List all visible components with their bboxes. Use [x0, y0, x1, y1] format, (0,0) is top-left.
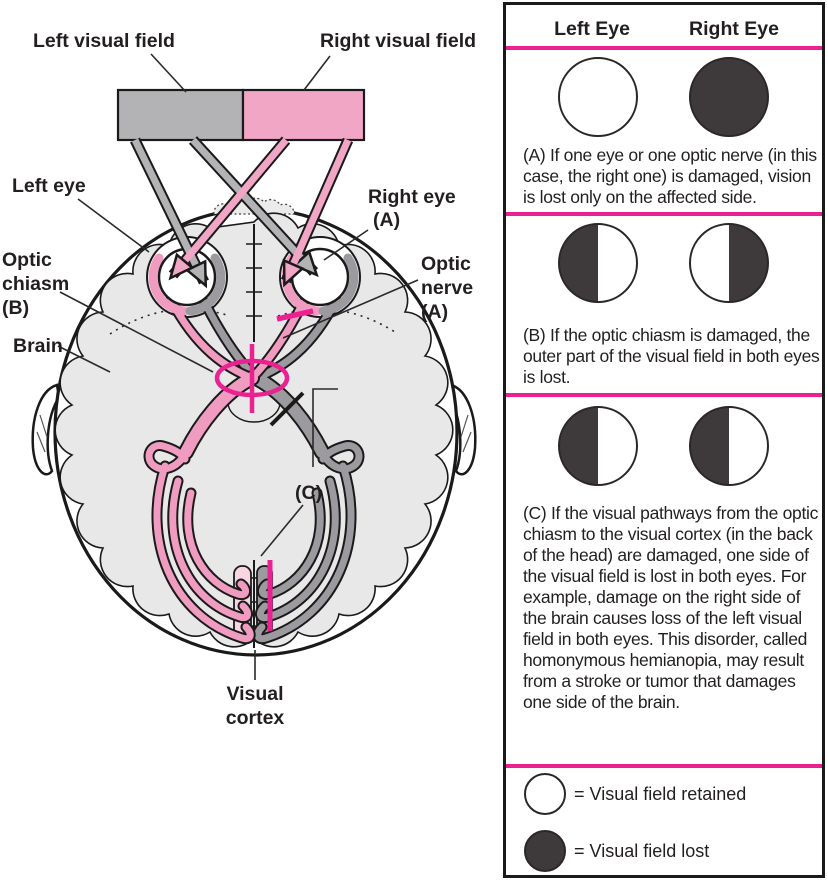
label-optic-chiasm-marker: (B) [2, 297, 29, 319]
section-c-text: (C) If the visual pathways from the opti… [523, 503, 819, 712]
section-c-right-eye-circle [689, 406, 769, 486]
label-optic-nerve-marker: (A) [421, 301, 448, 323]
explanation-panel: Left Eye Right Eye (A) If one eye or one… [503, 2, 825, 878]
optic-tract-slash-C [269, 391, 305, 427]
legend-retained-swatch [524, 773, 566, 815]
label-right-visual-field: Right visual field [320, 30, 476, 52]
legend-retained-label: = Visual field retained [574, 784, 747, 804]
left-visual-field-swatch [116, 88, 245, 142]
divider-3 [506, 393, 822, 397]
right-visual-field-swatch [241, 88, 366, 142]
left-ear [31, 383, 61, 476]
label-optic-nerve-2: nerve [421, 277, 473, 299]
label-optic-chiasm-2: chiasm [2, 273, 69, 295]
section-b-left-eye-circle [558, 223, 638, 303]
header-left-eye: Left Eye [554, 18, 630, 40]
gray-pathway [199, 294, 365, 645]
damage-markers [214, 308, 314, 631]
label-visual-cortex-1: Visual [226, 683, 283, 705]
visual-field-bar [116, 88, 366, 142]
label-right-eye: Right eye [368, 186, 456, 208]
divider-2 [506, 212, 822, 216]
pink-ray-to-right-eye [282, 138, 352, 288]
section-b-text: (B) If the optic chiasm is damaged, the … [523, 325, 820, 387]
label-optic-chiasm-1: Optic [2, 249, 52, 271]
optic-nerve-damage-mark-A [276, 308, 314, 322]
gray-ray-to-right-eye [190, 137, 319, 278]
c-bracket [312, 388, 338, 467]
light-ray-arrows [130, 136, 354, 289]
label-visual-cortex-2: cortex [226, 707, 285, 729]
section-a-right-eye-circle [689, 57, 769, 137]
left-ear-hatch [36, 414, 48, 453]
pink-ray-to-left-eye [168, 137, 289, 281]
label-left-visual-field: Left visual field [33, 30, 175, 52]
label-c-marker: (C) [295, 482, 322, 504]
leader-lines [57, 53, 419, 680]
label-right-eye-marker: (A) [373, 209, 400, 231]
legend-lost-swatch [524, 830, 566, 872]
label-brain: Brain [13, 335, 63, 357]
section-a-left-eye-circle [558, 57, 638, 137]
legend-lost-label: = Visual field lost [574, 841, 710, 861]
divider-1 [506, 46, 822, 50]
pink-pathway [143, 294, 309, 645]
section-a-text: (A) If one eye or one optic nerve (in th… [523, 145, 817, 207]
divider-4 [506, 764, 822, 768]
brain-diagram-svg: Left visual field Right visual field Lef… [2, 30, 477, 729]
label-optic-nerve-1: Optic [421, 253, 471, 275]
header-right-eye: Right Eye [689, 18, 779, 40]
section-b-right-eye-circle [689, 223, 769, 303]
label-left-eye: Left eye [12, 175, 86, 197]
section-c-left-eye-circle [558, 406, 638, 486]
right-ear-hatch [460, 414, 472, 453]
